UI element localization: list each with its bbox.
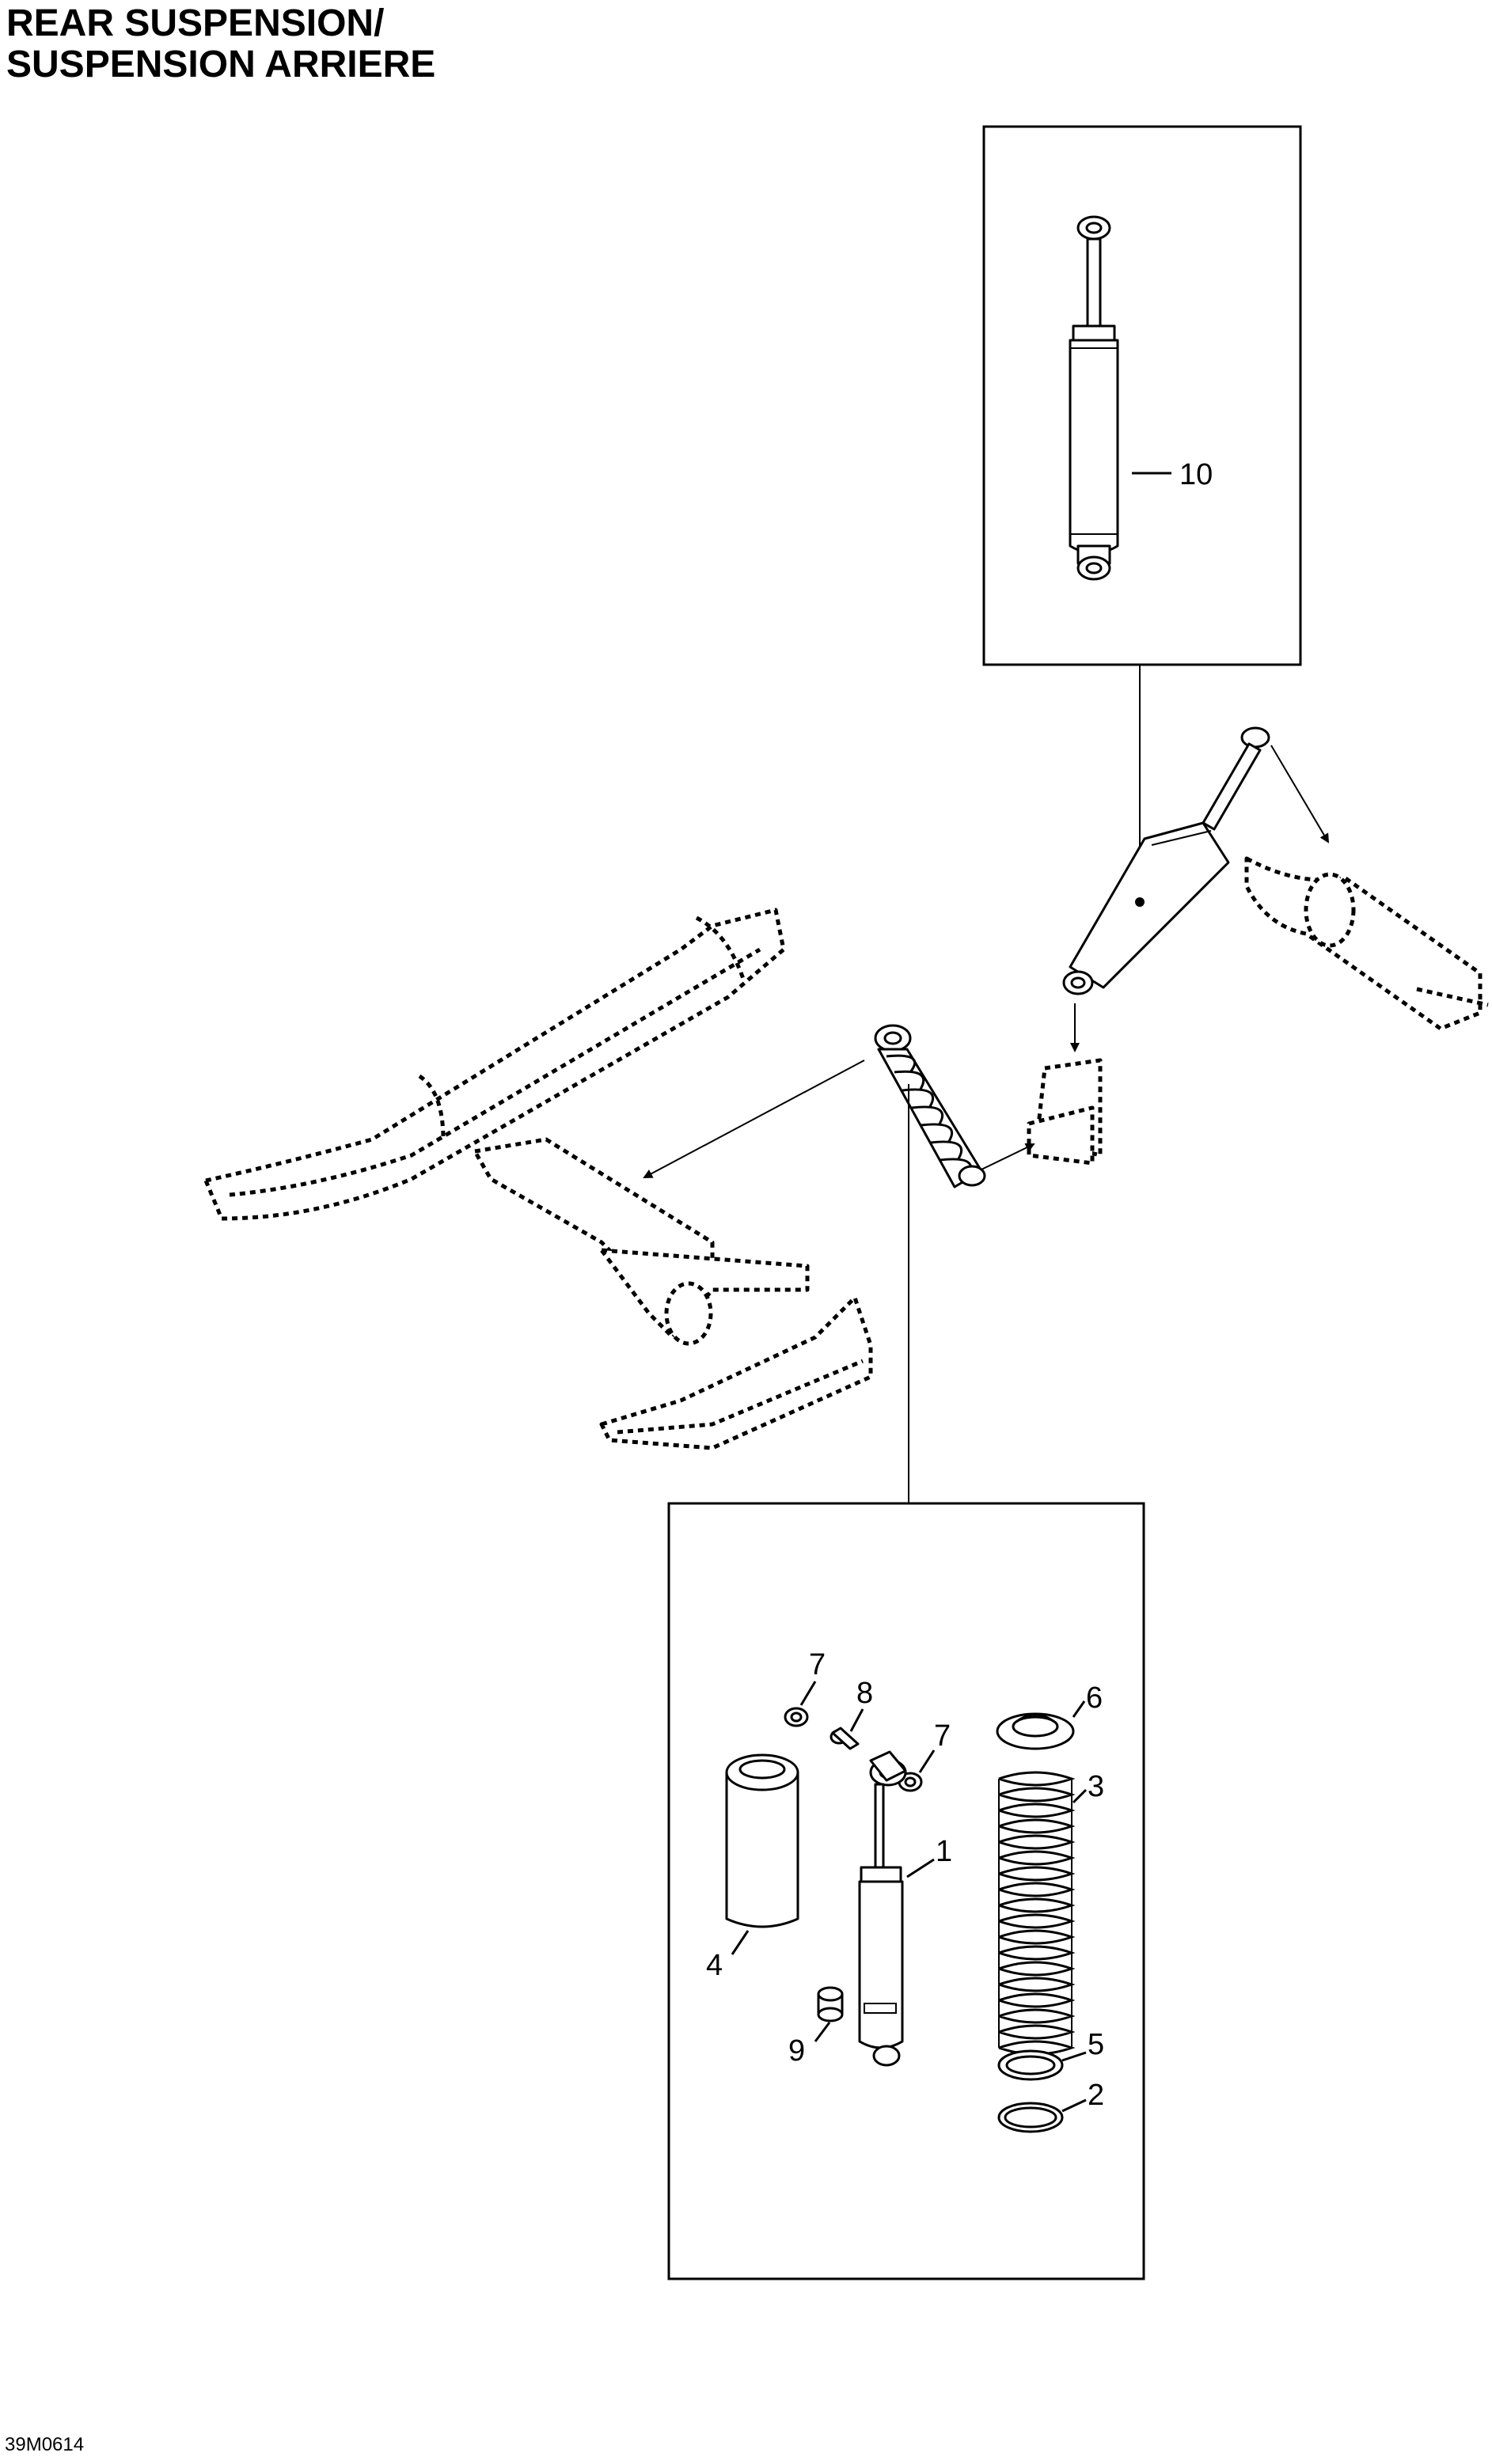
callout-1: 1 [936,1835,952,1868]
arrow-to-upper-arm [1270,745,1330,843]
suspension-link-bracket [1027,1058,1103,1166]
inset-box-parts-1-9: 4 7 8 7 [667,1502,1145,2280]
callout-4: 4 [706,1949,723,1982]
callout-3: 3 [1088,1770,1104,1803]
installed-shock-upper [1062,726,1270,995]
slide-rail-left [203,908,786,1221]
inset-box-part-10: 10 [982,125,1302,666]
title-line-english: REAR SUSPENSION/ [6,2,385,44]
bushing-part-9[interactable] [817,1986,844,2022]
drawing-code: 39M0614 [5,2434,85,2455]
callout-8: 8 [856,1677,873,1710]
ring-part-2[interactable] [997,2102,1064,2133]
installed-shock-with-spring [874,1024,986,1188]
coil-spring-part-3[interactable] [998,1771,1076,2056]
callout-7-right: 7 [934,1719,951,1753]
callout-6: 6 [1086,1681,1103,1715]
callout-10: 10 [1179,458,1213,491]
rear-arm-upper-right [1244,856,1489,1031]
callout-2: 2 [1088,2079,1104,2112]
shock-absorber-part-1[interactable] [858,1750,907,2067]
callout-9: 9 [788,2034,805,2068]
washer-part-5[interactable] [997,2049,1064,2081]
front-arm [473,1137,810,1346]
spring-seat-part-6[interactable] [996,1712,1075,1750]
title-line-french: SUSPENSION ARRIERE [6,44,436,85]
arrow-to-front-arm [643,1060,865,1178]
shock-boot-part-4[interactable] [725,1753,799,1928]
callout-7-top: 7 [809,1648,826,1681]
sleeve-part-8[interactable] [830,1727,860,1750]
shock-absorber-part-10[interactable] [1069,215,1119,581]
bushing-part-7-left[interactable] [784,1707,809,1727]
slide-rail-right [599,1295,873,1450]
arrow-to-link-from-spring-shock [981,1143,1035,1170]
page-title: REAR SUSPENSION/ SUSPENSION ARRIERE [6,3,435,85]
bushing-part-7-right[interactable] [898,1772,923,1792]
callout-5: 5 [1088,2028,1104,2061]
